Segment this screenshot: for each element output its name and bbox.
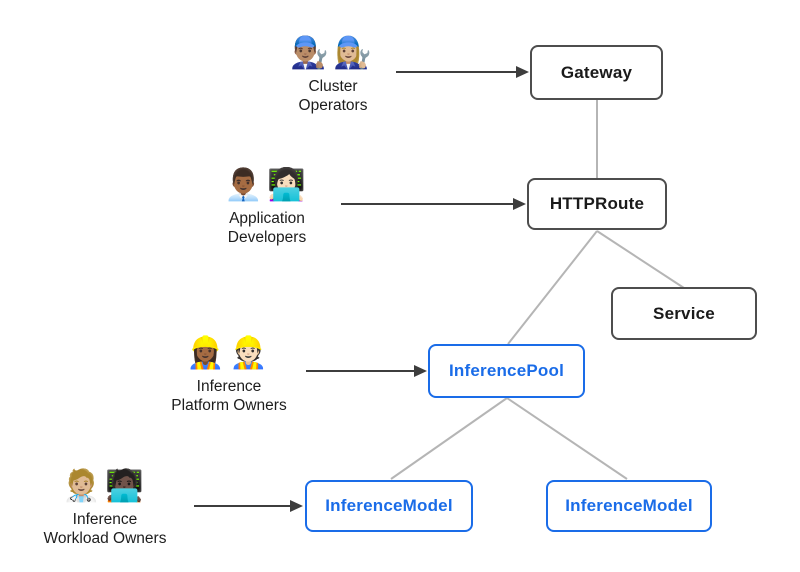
persona-inference-workload-owners: 🧑🏼‍⚕️🧑🏿‍💻 Inference Workload Owners — [44, 465, 167, 548]
node-httproute: HTTPRoute — [527, 178, 667, 230]
connector-httproute-service — [596, 230, 685, 289]
cluster-operators-label: Cluster Operators — [298, 78, 368, 114]
persona-inference-platform-owners: 👷🏾‍♀️👷🏻 Inference Platform Owners — [171, 332, 286, 415]
application-developers-label: Application Developers — [227, 210, 307, 246]
connector-inferencepool-inferencemodel-1 — [390, 397, 508, 480]
node-gateway: Gateway — [530, 45, 663, 100]
inference-workload-owners-label: Inference Workload Owners — [43, 511, 167, 547]
connector-inferencepool-inferencemodel-2 — [506, 397, 628, 480]
connector-httproute-inferencepool — [507, 230, 598, 345]
inference-workload-owners-scientist-technologist-emoji-icon: 🧑🏼‍⚕️🧑🏿‍💻 — [62, 468, 148, 503]
node-inferencemodel-2: InferenceModel — [546, 480, 712, 532]
inference-platform-owners-construction-workers-emoji-icon: 👷🏾‍♀️👷🏻 — [186, 335, 272, 370]
cluster-operators-mechanics-emoji-icon: 👨🏽‍🔧👩🏼‍🔧 — [290, 35, 376, 70]
inference-platform-owners-label: Inference Platform Owners — [171, 378, 287, 414]
persona-application-developers: 👨🏾‍💼👩🏻‍💻 Application Developers — [224, 164, 309, 247]
application-developers-office-technologist-emoji-icon: 👨🏾‍💼👩🏻‍💻 — [224, 167, 310, 202]
node-inferencepool: InferencePool — [428, 344, 585, 398]
node-inferencemodel-1: InferenceModel — [305, 480, 473, 532]
persona-cluster-operators: 👨🏽‍🔧👩🏼‍🔧 Cluster Operators — [290, 32, 375, 115]
node-service: Service — [611, 287, 757, 340]
